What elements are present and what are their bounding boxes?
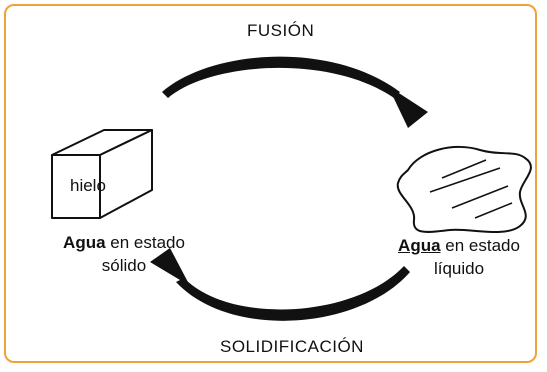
liquid-caption-line1: Agua en estado [370, 234, 547, 257]
ice-label: hielo [70, 176, 106, 195]
solidification-arrow [176, 266, 410, 321]
fusion-label: FUSIÓN [247, 21, 315, 40]
fusion-arrow [162, 56, 400, 98]
ice-cube [51, 129, 153, 219]
solid-caption-bold: Agua [63, 233, 106, 252]
liquid-water-caption: Agua en estado líquido [370, 234, 547, 280]
solid-caption-rest: en estado [105, 233, 185, 252]
water-puddle [396, 146, 532, 233]
liquid-caption-bold: Agua [398, 236, 441, 255]
liquid-caption-rest: en estado [440, 236, 520, 255]
solid-caption-line2: sólido [101, 256, 147, 275]
liquid-caption-line2: líquido [433, 259, 485, 278]
solidification-label: SOLIDIFICACIÓN [220, 337, 364, 356]
solid-caption-line1: Agua en estado [14, 231, 234, 254]
solidification-arrowhead [150, 248, 190, 286]
solid-water-caption: Agua en estado sólido [14, 231, 234, 277]
fusion-arrowhead [388, 86, 428, 128]
